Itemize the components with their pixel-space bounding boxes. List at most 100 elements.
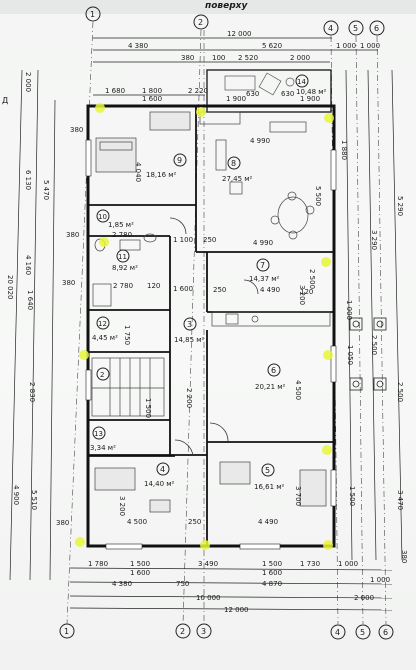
axis-label-5-top: 5 xyxy=(353,24,358,33)
room-5-number: 5 xyxy=(265,466,270,475)
axis-label-1-top: 1 xyxy=(90,10,95,19)
stairs xyxy=(91,357,165,417)
axis-bubble-2-top xyxy=(193,14,209,30)
paper-shadow-top xyxy=(0,0,416,14)
dimension-text-left: 2 000 6 130 5 470 20 020 4 160 1 640 2 8… xyxy=(6,72,83,527)
dim-top-5620: 5 620 xyxy=(262,42,282,50)
dim-int-1500: 1 500 xyxy=(144,398,152,418)
room-9-number: 9 xyxy=(177,156,182,165)
dim-right-1880: 1 880 xyxy=(340,140,348,160)
room-8-area: 27,45 м² xyxy=(222,175,253,183)
room-5-area: 16,61 м² xyxy=(254,483,285,491)
dim-int-4490b: 4 490 xyxy=(258,518,278,526)
dim-top-total: 12 000 xyxy=(227,30,252,38)
axis-bubbles-top: 1 2 4 5 6 xyxy=(85,6,385,36)
dim-top-380: 380 xyxy=(181,54,194,62)
room-6-bubble xyxy=(267,363,281,377)
dim-right-3470: 3 470 xyxy=(396,490,404,510)
dim-left-6130: 6 130 xyxy=(24,170,32,190)
dim-right-2500b: 2 500 xyxy=(396,382,404,402)
dim-left-380c: 380 xyxy=(62,279,75,287)
dim-int-4500b: 4 500 xyxy=(127,518,147,526)
room-14-furniture xyxy=(224,72,295,96)
dim-left-5470: 5 470 xyxy=(42,180,50,200)
room-2-number: 2 xyxy=(100,371,104,379)
room-11-area: 8,92 м² xyxy=(112,264,138,272)
dim-left-2830: 2 830 xyxy=(28,382,36,402)
dim-int-250b: 250 xyxy=(213,286,226,294)
room-4-area: 14,40 м² xyxy=(144,480,175,488)
room-7-counter xyxy=(211,311,331,327)
dim-left-380a: 380 xyxy=(70,126,83,134)
axis-label-4-top: 4 xyxy=(328,24,333,33)
exterior-wall xyxy=(86,104,336,548)
dim-top-100: 100 xyxy=(212,54,225,62)
dim-bottom-10000: 10 000 xyxy=(196,594,221,602)
dimension-chains-left xyxy=(9,69,56,581)
dimension-chains-top xyxy=(93,37,378,96)
terrace-columns xyxy=(349,317,387,391)
dim-bottom-1500b: 1 500 xyxy=(262,560,282,568)
axis-label-3-bottom: 3 xyxy=(201,627,206,636)
dim-int-5500: 5 500 xyxy=(314,186,322,206)
dim-right-1050: 1 050 xyxy=(346,345,354,365)
dim-left-380b: 380 xyxy=(66,231,79,239)
room-2-bubble xyxy=(96,367,110,381)
dim-left-20020: 20 020 xyxy=(6,275,14,300)
room-7-number: 7 xyxy=(260,261,265,270)
dim-right-2500a: 2 500 xyxy=(370,335,378,355)
dim-int-250c: 250 xyxy=(188,518,201,526)
axis-bubble-6-bottom xyxy=(378,624,394,640)
axis-bubble-5-bottom xyxy=(355,624,371,640)
axis-label-6-bottom: 6 xyxy=(383,628,388,637)
room-10-area: 1,85 м² xyxy=(108,221,134,229)
dim-int-250a: 250 xyxy=(203,236,216,244)
axis-bubble-1-top xyxy=(85,6,101,22)
dim-int-1600: 1 600 xyxy=(173,285,193,293)
dim-top-1600: 1 600 xyxy=(142,95,162,103)
dim-left-2000: 2 000 xyxy=(24,72,32,92)
axis-bubble-1-bottom xyxy=(59,623,75,639)
axis-label-2-top: 2 xyxy=(198,18,203,27)
dim-left-4900: 4 900 xyxy=(12,485,20,505)
room-10-number: 10 xyxy=(98,213,107,221)
axis-bubble-4-top xyxy=(323,20,339,36)
room-9-furniture xyxy=(95,111,191,173)
dim-int-4500a: 4 500 xyxy=(294,380,302,400)
dim-bottom-1500a: 1 500 xyxy=(130,560,150,568)
dim-int-1750: 1 750 xyxy=(123,325,131,345)
row-d-marker: Д xyxy=(2,96,8,105)
room-6-area: 20,21 м² xyxy=(255,383,286,391)
dim-bottom-1600a: 1 600 xyxy=(130,569,150,577)
axis-bubble-3-bottom xyxy=(196,623,212,639)
room-labels: 8 27,45 м² 9 18,16 м² 10 1,85 м² 11 8,92… xyxy=(90,74,327,491)
dim-bottom-2000: 2 000 xyxy=(354,594,374,602)
dim-left-1640: 1 640 xyxy=(26,290,34,310)
room-8-bubble xyxy=(227,156,241,170)
dim-left-4160: 4 160 xyxy=(24,255,32,275)
dim-bottom-1730: 1 730 xyxy=(300,560,320,568)
room-7-bubble xyxy=(256,258,270,272)
room-4-furniture xyxy=(94,467,171,513)
room-4-bubble xyxy=(156,462,170,476)
dimension-text-right: 5 290 3 290 2 500 2 500 3 470 1 000 1 88… xyxy=(340,140,408,563)
room-14-outline xyxy=(206,69,332,113)
dim-int-120b: 120 xyxy=(300,288,313,296)
dim-bottom-4380: 4 380 xyxy=(112,580,132,588)
dim-int-2500: 2 500 xyxy=(308,269,316,289)
dimension-chains-right xyxy=(345,69,403,561)
dim-right-3290: 3 290 xyxy=(370,230,378,250)
room-9-bubble xyxy=(173,153,187,167)
dim-int-4040: 4 040 xyxy=(134,162,142,182)
room-12-bubble xyxy=(96,316,110,330)
dim-int-120a: 120 xyxy=(147,282,160,290)
axis-bubble-6-top xyxy=(369,20,385,36)
room-4-number: 4 xyxy=(160,465,165,474)
title-fragment: поверху xyxy=(205,1,248,11)
room-7-area: 14,37 м² xyxy=(249,275,280,283)
highlighter-marks xyxy=(75,103,334,550)
room-12-area: 4,45 м² xyxy=(92,334,118,342)
dim-int-4990a: 4 990 xyxy=(250,137,270,145)
room-13-number: 13 xyxy=(94,430,103,438)
